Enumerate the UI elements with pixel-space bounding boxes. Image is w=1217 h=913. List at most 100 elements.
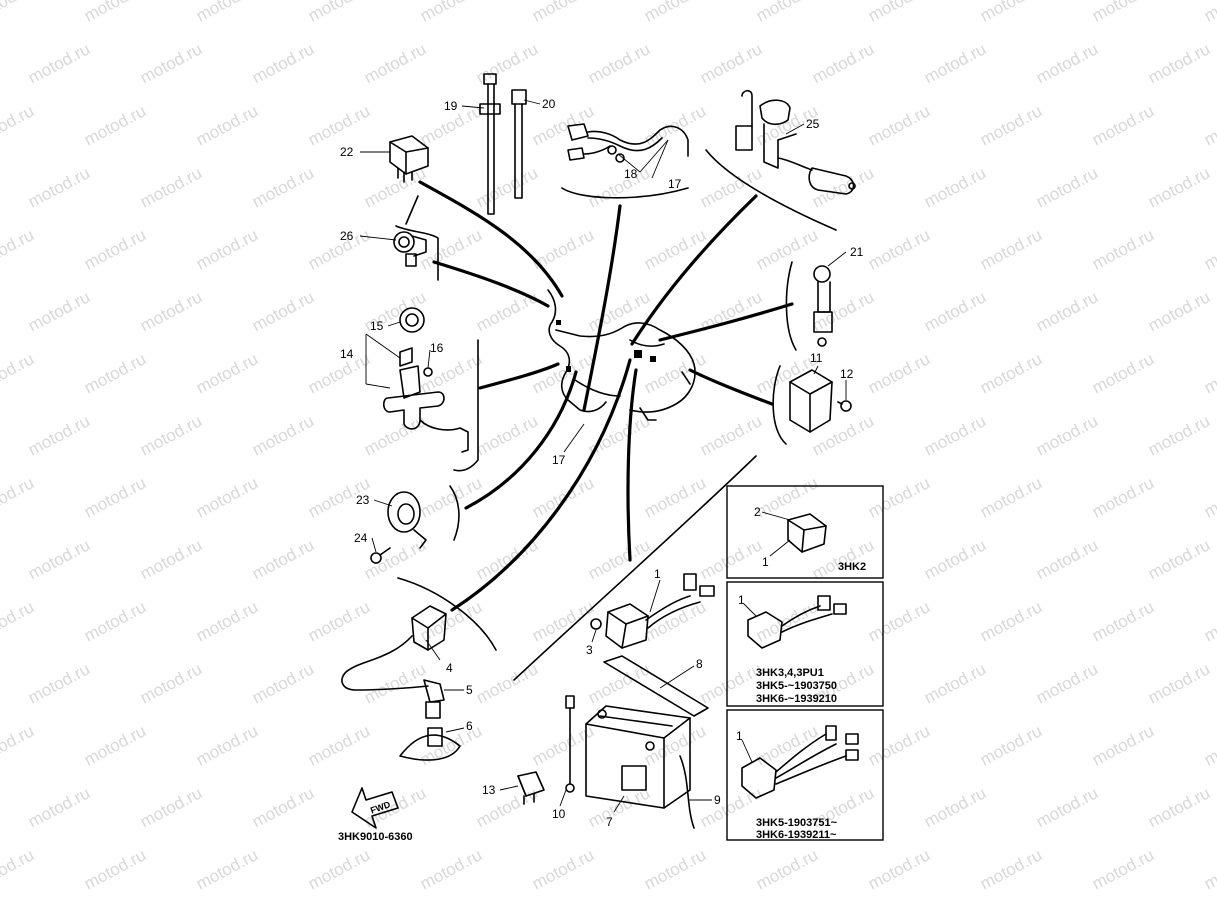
watermark-text: motod.ru xyxy=(305,101,373,149)
label-17-mid: 17 xyxy=(552,453,566,467)
watermark-text: motod.ru xyxy=(641,473,709,521)
label-22: 22 xyxy=(340,145,354,159)
watermark-text: motod.ru xyxy=(697,535,765,583)
watermark-text: motod.ru xyxy=(0,845,37,893)
watermark-text: motod.ru xyxy=(193,597,261,645)
watermark-text: motod.ru xyxy=(193,349,261,397)
watermark-text: motod.ru xyxy=(697,783,765,831)
watermark-text: motod.ru xyxy=(0,473,37,521)
watermark-text: motod.ru xyxy=(81,0,149,26)
watermark-text: motod.ru xyxy=(1201,349,1217,397)
watermark-text: motod.ru xyxy=(641,225,709,273)
plug-cap-5 xyxy=(423,679,445,719)
label-24: 24 xyxy=(354,531,368,545)
label-23: 23 xyxy=(356,493,370,507)
battery-7 xyxy=(585,705,691,809)
screw-3 xyxy=(590,618,602,630)
watermark-text: motod.ru xyxy=(585,659,653,707)
watermark-text: motod.ru xyxy=(305,721,373,769)
watermark-text: motod.ru xyxy=(0,101,37,149)
watermark-text: motod.ru xyxy=(473,411,541,459)
part-labels: 22 19 20 18 17 25 26 21 15 14 16 11 12 1… xyxy=(340,97,864,829)
watermark-text: motod.ru xyxy=(865,0,933,26)
watermark-text: motod.ru xyxy=(473,659,541,707)
watermark-text: motod.ru xyxy=(865,349,933,397)
watermark-text: motod.ru xyxy=(25,783,93,831)
watermark-text: motod.ru xyxy=(697,39,765,87)
battery-band-8 xyxy=(603,655,709,717)
watermark-text: motod.ru xyxy=(641,0,709,26)
label-19: 19 xyxy=(444,99,458,113)
watermark-text: motod.ru xyxy=(809,535,877,583)
watermark-text: motod.ru xyxy=(1145,907,1213,913)
fuel-sender-25 xyxy=(735,89,856,195)
label-11: 11 xyxy=(810,351,823,365)
watermark-text: motod.ru xyxy=(0,721,37,769)
sensor-26 xyxy=(393,231,427,267)
watermark-text: motod.ru xyxy=(529,101,597,149)
watermark-text: motod.ru xyxy=(865,225,933,273)
watermark-text: motod.ru xyxy=(25,535,93,583)
watermark-text: motod.ru xyxy=(977,597,1045,645)
label-1-main: 1 xyxy=(654,567,661,581)
watermark-text: motod.ru xyxy=(921,39,989,87)
watermark-text: motod.ru xyxy=(305,0,373,26)
label-10: 10 xyxy=(552,807,566,821)
watermark-text: motod.ru xyxy=(25,659,93,707)
relay-22 xyxy=(389,135,429,183)
label-20: 20 xyxy=(542,97,556,111)
relay-13 xyxy=(517,771,545,805)
watermark-text: motod.ru xyxy=(361,659,429,707)
watermark-text: motod.ru xyxy=(473,287,541,335)
watermark-text: motod.ru xyxy=(1145,535,1213,583)
label-3: 3 xyxy=(586,643,593,657)
watermark-text: motod.ru xyxy=(473,39,541,87)
watermark-text: motod.ru xyxy=(305,845,373,893)
watermark-text: motod.ru xyxy=(1201,845,1217,893)
label-14: 14 xyxy=(340,347,354,361)
watermark-text: motod.ru xyxy=(25,287,93,335)
watermark-text: motod.ru xyxy=(193,721,261,769)
watermark-text: motod.ru xyxy=(1145,39,1213,87)
watermark-text: motod.ru xyxy=(361,907,429,913)
watermark-text: motod.ru xyxy=(1033,783,1101,831)
watermark-text: motod.ru xyxy=(865,597,933,645)
watermark-text: motod.ru xyxy=(1033,907,1101,913)
watermark-text: motod.ru xyxy=(1145,411,1213,459)
fuse-holder-21 xyxy=(813,265,833,347)
watermark-text: motod.ru xyxy=(753,845,821,893)
watermark-text: motod.ru xyxy=(1145,287,1213,335)
watermark-text: motod.ru xyxy=(809,907,877,913)
watermark-text: motod.ru xyxy=(1089,845,1157,893)
watermark-text: motod.ru xyxy=(529,597,597,645)
watermark-text: motod.ru xyxy=(25,39,93,87)
label-12: 12 xyxy=(840,367,854,381)
variant-code-3hk5-line1: 3HK5-1903751~ xyxy=(756,817,838,829)
watermark-text: motod.ru xyxy=(1145,163,1213,211)
breather-hose-9 xyxy=(679,755,695,829)
watermark-text: motod.ru xyxy=(25,411,93,459)
watermark-text: motod.ru xyxy=(641,721,709,769)
watermark-text: motod.ru xyxy=(249,535,317,583)
watermark-text: motod.ru xyxy=(641,101,709,149)
watermark-text: motod.ru xyxy=(697,163,765,211)
watermark-text: motod.ru xyxy=(417,0,485,26)
bolt-12 xyxy=(837,400,852,412)
watermark-text: motod.ru xyxy=(81,101,149,149)
label-8: 8 xyxy=(696,657,703,671)
watermark-text: motod.ru xyxy=(249,411,317,459)
watermark-text: motod.ru xyxy=(249,39,317,87)
watermark-text: motod.ru xyxy=(193,101,261,149)
watermark-text: motod.ru xyxy=(1089,0,1157,26)
watermark-text: motod.ru xyxy=(137,907,205,913)
watermark-text: motod.ru xyxy=(641,597,709,645)
watermark-text: motod.ru xyxy=(1089,101,1157,149)
label-15: 15 xyxy=(370,319,384,333)
label-17-top: 17 xyxy=(668,177,682,191)
label-7: 7 xyxy=(606,815,613,829)
watermark-text: motod.ru xyxy=(417,845,485,893)
cdi-unit-1 xyxy=(605,573,715,649)
watermark-text: motod.ru xyxy=(1033,535,1101,583)
watermark-text: motod.ru xyxy=(1033,411,1101,459)
